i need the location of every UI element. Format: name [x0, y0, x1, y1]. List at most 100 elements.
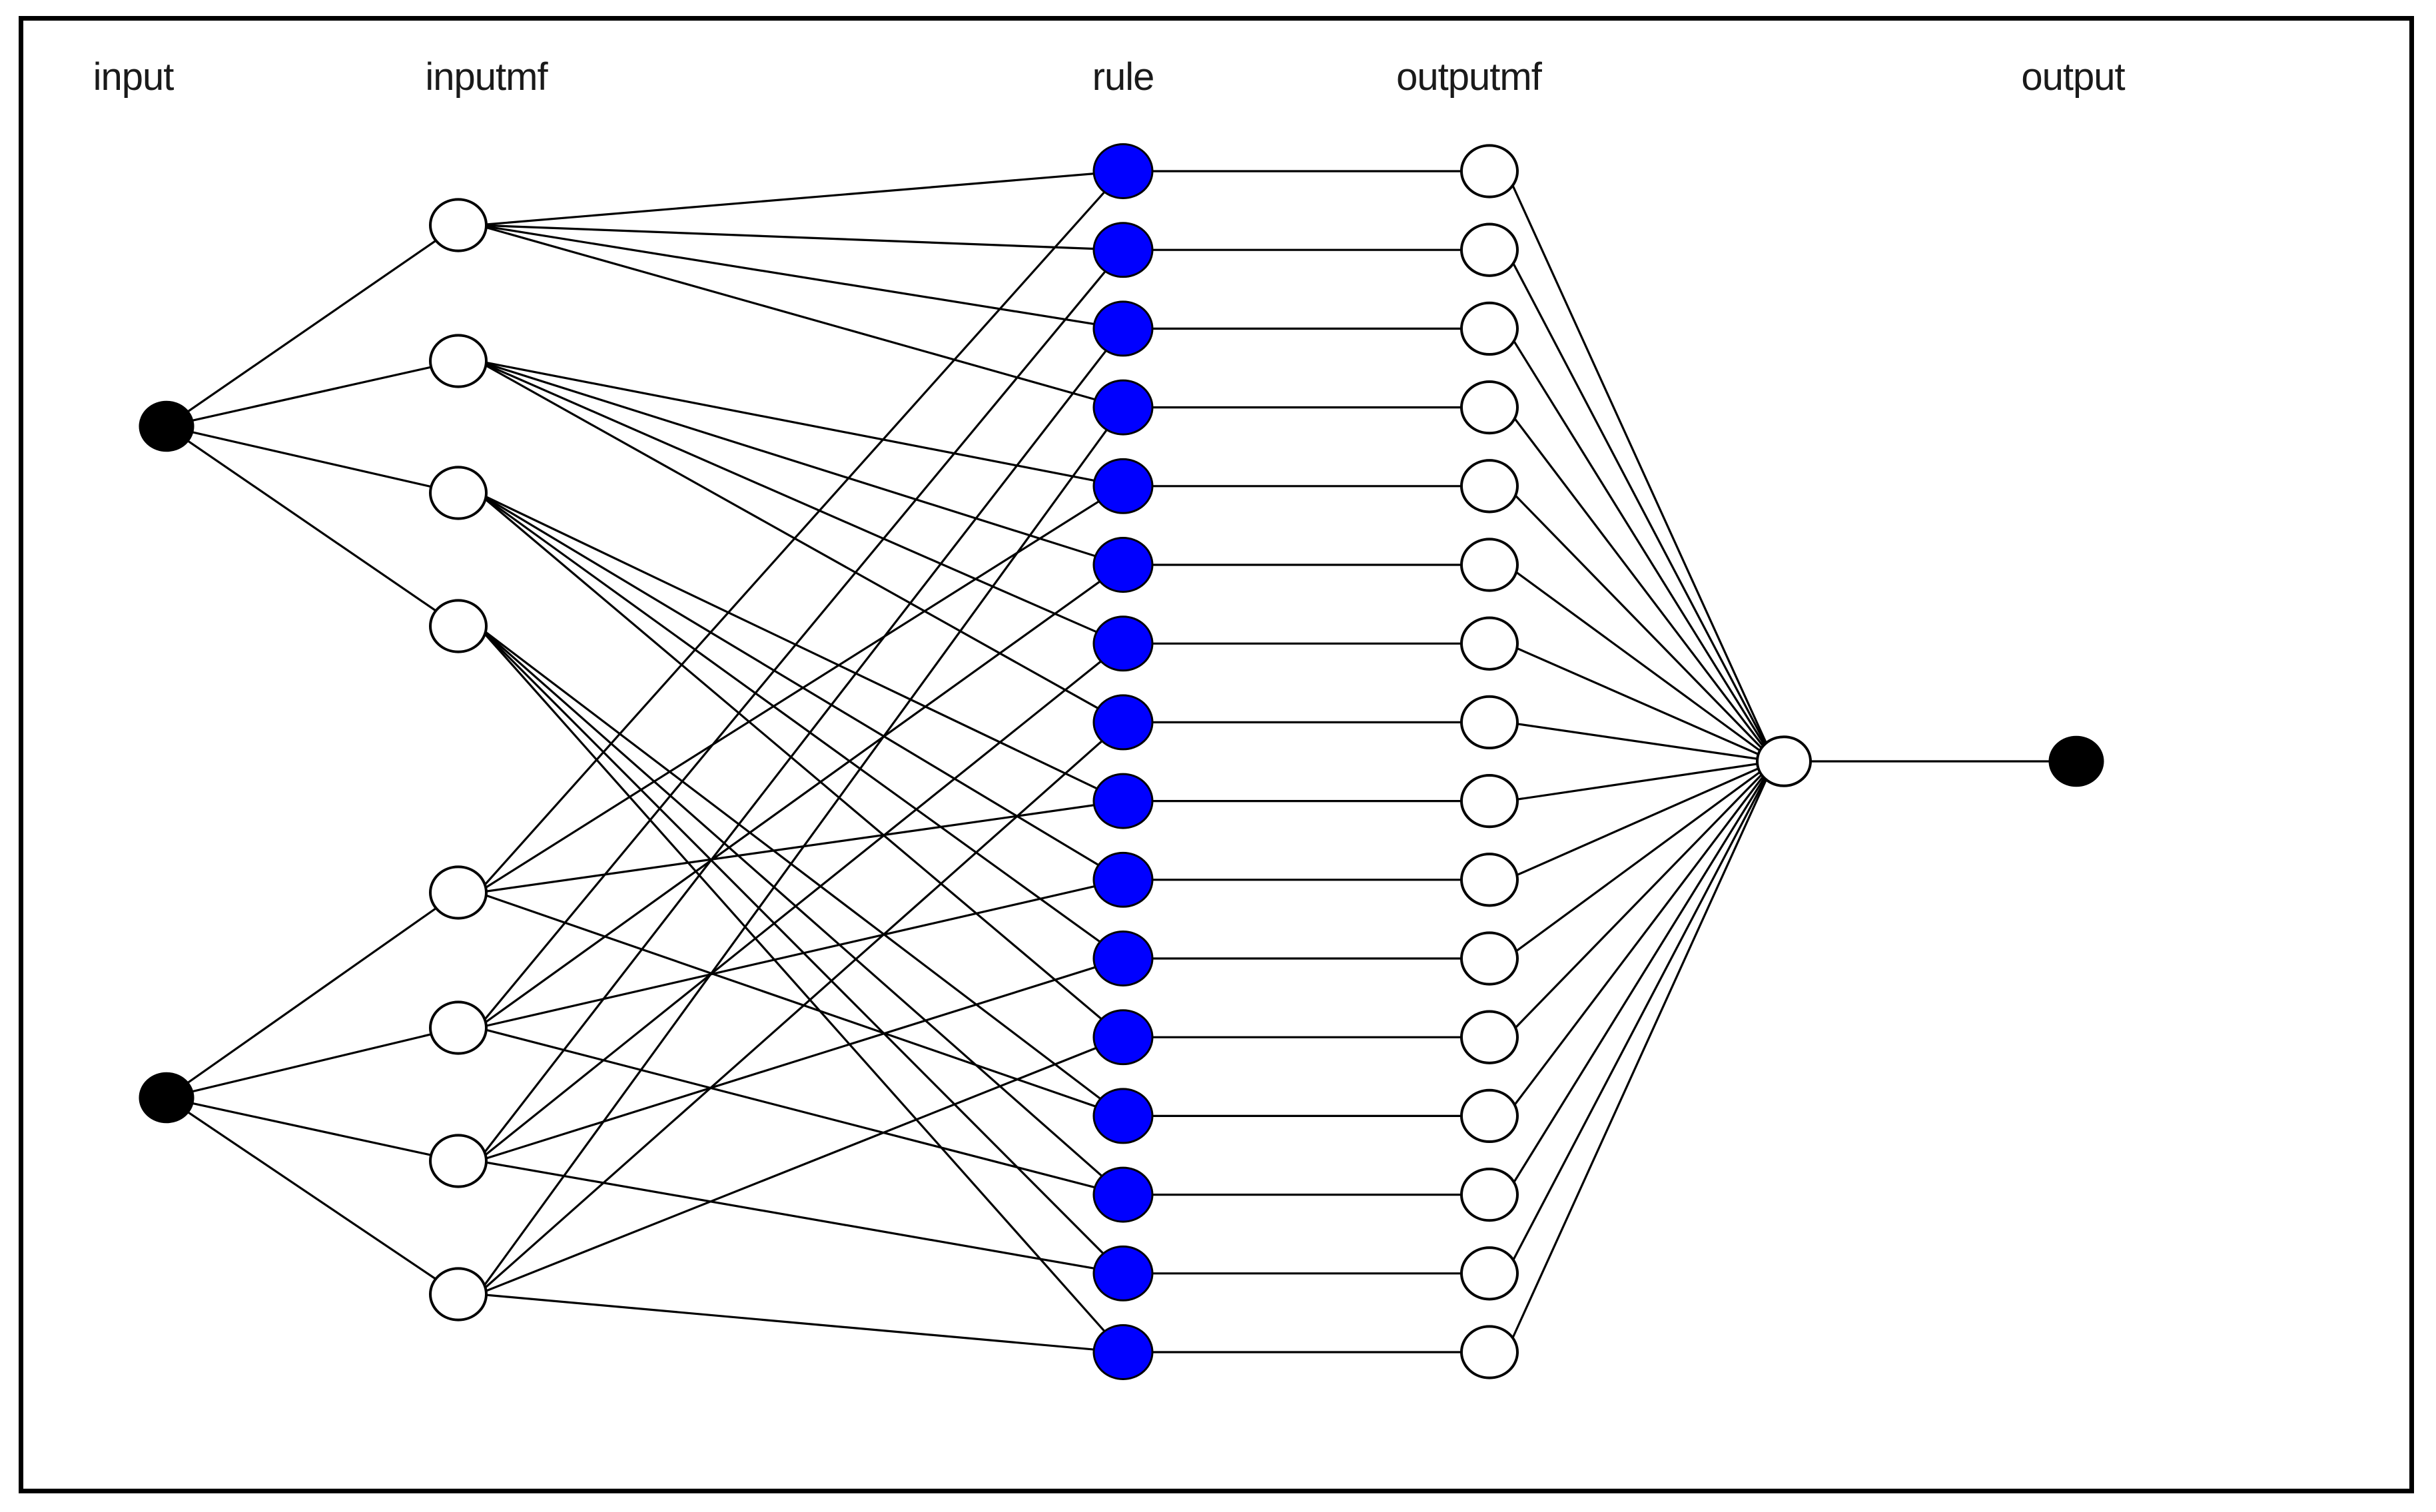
edge-mf-to-rule: [478, 360, 1124, 488]
edge-outputmf-to-sum: [1505, 760, 1775, 960]
outputmf-node: [1460, 1246, 1519, 1301]
edge-mf-to-rule: [477, 170, 1124, 894]
edge-outputmf-to-sum: [1505, 761, 1776, 1274]
edge-input-to-mf: [166, 224, 459, 428]
edge-mf-to-rule: [477, 360, 1124, 645]
edge-mf-to-rule: [478, 224, 1124, 330]
edge-mf-to-rule: [478, 879, 1124, 1029]
inputmf-node: [429, 198, 488, 252]
rule-node: [1092, 1245, 1154, 1302]
edge-outputmf-to-sum: [1505, 760, 1775, 803]
outputmf-node: [1460, 616, 1519, 671]
network-nodes: [139, 143, 2104, 1380]
edge-outputmf-to-sum: [1505, 564, 1775, 763]
rule-node: [1092, 1166, 1154, 1223]
outputmf-node: [1460, 1010, 1519, 1064]
outputmf-node: [1460, 301, 1519, 356]
rule-node: [1092, 615, 1154, 672]
edge-mf-to-rule: [477, 249, 1124, 1029]
edge-mf-to-rule: [477, 492, 1124, 960]
edge-outputmf-to-sum: [1505, 249, 1776, 762]
edge-mf-to-rule: [477, 492, 1124, 1038]
outputmf-node: [1460, 695, 1519, 750]
edge-mf-to-rule: [477, 625, 1124, 1353]
edge-mf-to-rule: [477, 625, 1124, 1274]
output-node: [2048, 735, 2104, 787]
input-node: [139, 1072, 195, 1124]
edge-input-to-mf: [166, 1096, 459, 1296]
edge-input-to-mf: [166, 360, 459, 428]
edge-mf-to-rule: [477, 328, 1124, 1162]
edge-outputmf-to-sum: [1505, 328, 1776, 762]
edge-mf-to-rule: [478, 224, 1124, 251]
outputmf-node: [1460, 459, 1519, 514]
inputmf-node: [429, 1000, 488, 1055]
outputmf-node: [1460, 853, 1519, 907]
edge-mf-to-rule: [477, 891, 1124, 1117]
edge-outputmf-to-sum: [1505, 642, 1775, 763]
outputmf-node: [1460, 1167, 1519, 1222]
edge-mf-to-rule: [477, 492, 1124, 803]
edge-mf-to-rule: [477, 360, 1124, 566]
summation-node: [1756, 735, 1812, 787]
outputmf-node: [1460, 1088, 1519, 1144]
rule-node: [1092, 1009, 1154, 1066]
layer-label-inputmf: inputmf: [425, 55, 548, 99]
edge-mf-to-rule: [477, 485, 1124, 894]
input-node: [139, 400, 195, 452]
edge-mf-to-rule: [478, 170, 1124, 226]
outputmf-node: [1460, 538, 1519, 592]
network-edges: [166, 170, 2076, 1353]
inputmf-node: [429, 1134, 488, 1188]
edge-mf-to-rule: [477, 564, 1124, 1029]
outputmf-node: [1460, 773, 1519, 829]
outputmf-node: [1460, 931, 1519, 986]
rule-node: [1092, 694, 1154, 751]
rule-node: [1092, 1088, 1154, 1144]
edge-mf-to-rule: [477, 1026, 1124, 1196]
rule-node: [1092, 851, 1154, 908]
edge-mf-to-rule: [477, 642, 1124, 1162]
edge-input-to-mf: [166, 425, 459, 627]
outputmf-node: [1460, 380, 1519, 435]
edge-mf-to-rule: [478, 1160, 1124, 1275]
edge-mf-to-rule: [477, 492, 1124, 881]
inputmf-node: [429, 865, 488, 920]
edge-mf-to-rule: [478, 800, 1124, 894]
rule-node: [1092, 458, 1154, 514]
layer-label-input: input: [93, 55, 175, 99]
edge-input-to-mf: [166, 891, 459, 1099]
rule-node: [1092, 1324, 1154, 1380]
outputmf-node: [1460, 144, 1519, 198]
edge-mf-to-rule: [477, 625, 1124, 1117]
outputmf-node: [1460, 222, 1519, 277]
edge-outputmf-to-sum: [1505, 406, 1776, 762]
edge-input-to-mf: [166, 1026, 459, 1099]
diagram-frame: [19, 16, 2414, 1493]
rule-node: [1092, 300, 1154, 357]
inputmf-node: [429, 466, 488, 520]
edge-mf-to-rule: [478, 1293, 1124, 1353]
edge-input-to-mf: [166, 1096, 459, 1162]
edge-input-to-mf: [166, 425, 459, 494]
edge-outputmf-to-sum: [1505, 761, 1776, 1117]
edge-outputmf-to-sum: [1505, 721, 1775, 763]
edge-outputmf-to-sum: [1505, 761, 1776, 1353]
inputmf-node: [429, 334, 488, 388]
rule-node: [1092, 537, 1154, 593]
edge-outputmf-to-sum: [1505, 171, 1776, 762]
rule-node: [1092, 379, 1154, 436]
rule-node: [1092, 222, 1154, 278]
edge-mf-to-rule: [477, 1036, 1124, 1296]
edge-outputmf-to-sum: [1505, 760, 1776, 1038]
edge-outputmf-to-sum: [1505, 761, 1776, 1196]
layer-label-output: output: [2021, 55, 2125, 99]
edge-mf-to-rule: [477, 360, 1124, 723]
edge-mf-to-rule: [477, 224, 1124, 409]
rule-node: [1092, 931, 1154, 986]
edge-outputmf-to-sum: [1505, 760, 1775, 881]
edge-outputmf-to-sum: [1505, 485, 1776, 763]
edge-mf-to-rule: [477, 721, 1124, 1296]
inputmf-node: [429, 1267, 488, 1322]
